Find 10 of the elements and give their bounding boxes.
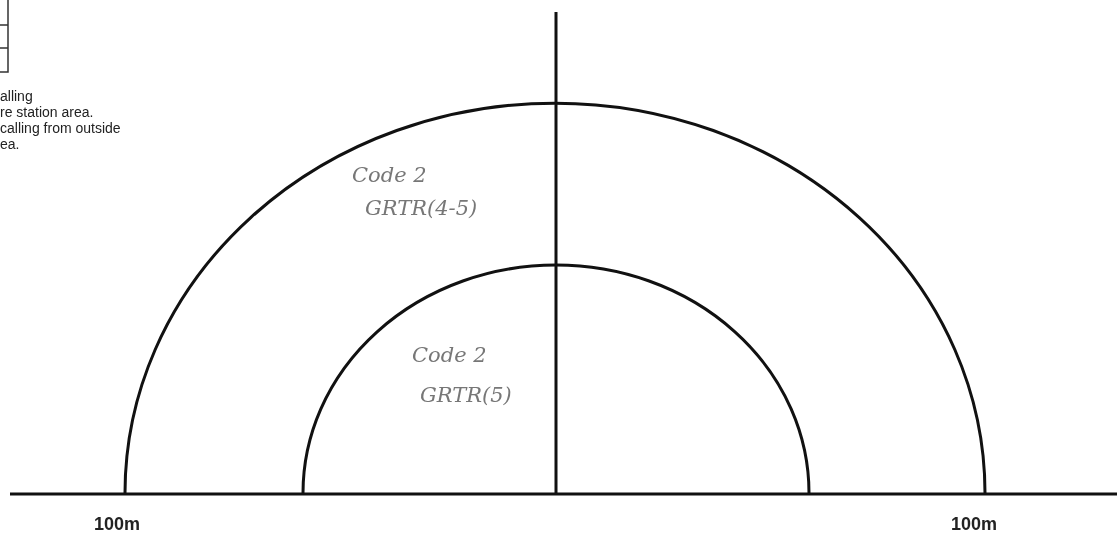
printed-note: calling from outside: [0, 120, 121, 136]
printed-note: alling: [0, 88, 33, 104]
handwritten-note: GRTR(5): [420, 383, 512, 407]
handwritten-note: Code 2: [352, 163, 427, 187]
printed-note: re station area.: [0, 104, 94, 120]
handwritten-note: Code 2: [412, 343, 487, 367]
dimension-label: 100m: [94, 514, 141, 535]
dimension-label: 100m: [951, 514, 998, 535]
printed-note: ea.: [0, 136, 20, 152]
handwritten-note: GRTR(4-5): [365, 196, 478, 220]
